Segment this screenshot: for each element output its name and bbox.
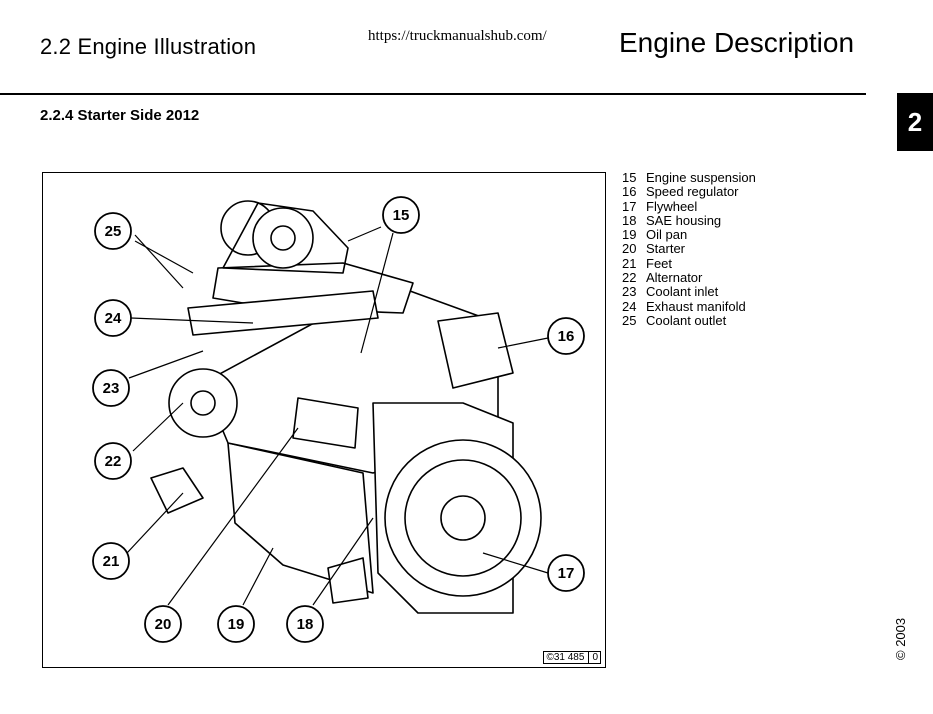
- legend-text: Flywheel: [646, 198, 698, 214]
- callout-22: 22: [94, 442, 132, 480]
- figure-reference: ©31 485 0: [543, 651, 601, 664]
- callout-label: 20: [155, 616, 172, 633]
- callout-label: 16: [558, 328, 575, 345]
- callout-17: 17: [547, 554, 585, 592]
- callout-label: 25: [105, 223, 122, 240]
- legend-item: 23 Coolant inlet: [622, 284, 756, 300]
- callout-23: 23: [92, 369, 130, 407]
- callout-label: 22: [105, 453, 122, 470]
- legend-number: 22: [622, 270, 637, 286]
- document-title: Engine Description: [619, 27, 855, 58]
- callout-label: 23: [103, 380, 120, 397]
- callout-20: 20: [144, 605, 182, 643]
- legend-text: Starter: [646, 241, 686, 257]
- legend-text: Speed regulator: [646, 184, 739, 200]
- legend-item: 19 Oil pan: [622, 227, 756, 243]
- parts-legend: 15 Engine suspension 16 Speed regulator 17…: [622, 170, 756, 328]
- callout-21: 21: [92, 542, 130, 580]
- callout-25: 25: [94, 212, 132, 250]
- legend-number: 23: [622, 284, 637, 300]
- legend-number: 18: [622, 212, 637, 228]
- callout-leaders: [126, 226, 549, 606]
- legend-text: Alternator: [646, 270, 703, 286]
- callout-24: 24: [94, 299, 132, 337]
- legend-item: 24 Exhaust manifold: [622, 298, 756, 314]
- source-url[interactable]: https://truckmanualshub.com/: [368, 28, 547, 44]
- callout-label: 15: [393, 207, 410, 224]
- legend-number: 24: [622, 298, 637, 314]
- chapter-title: 2.2 Engine Illustration: [40, 34, 257, 59]
- callout-label: 17: [558, 565, 575, 582]
- legend-item: 21 Feet: [622, 255, 756, 271]
- legend-number: 25: [622, 312, 637, 328]
- legend-item: 17 Flywheel: [622, 198, 756, 214]
- legend-number: 19: [622, 227, 637, 243]
- legend-text: Exhaust manifold: [646, 298, 746, 314]
- legend-number: 17: [622, 198, 637, 214]
- callout-label: 21: [103, 553, 120, 570]
- figure-reference-revision: 0: [588, 652, 598, 663]
- engine-body: [150, 200, 542, 614]
- chapter-tab: 2: [897, 93, 933, 151]
- callout-label: 24: [105, 310, 122, 327]
- legend-text: Coolant outlet: [646, 312, 727, 328]
- copyright-notice: © 2003: [893, 617, 908, 660]
- section-title: 2.2.4 Starter Side 2012: [40, 107, 200, 124]
- callout-label: 19: [228, 616, 245, 633]
- legend-item: 18 SAE housing: [622, 212, 756, 228]
- header-rule: [0, 93, 866, 95]
- callout-label: 18: [297, 616, 314, 633]
- legend-item: 22 Alternator: [622, 270, 756, 286]
- legend-number: 15: [622, 170, 637, 185]
- engine-illustration: 25 15 24 16 23 22: [42, 172, 606, 668]
- legend-item: 15 Engine suspension: [622, 170, 756, 185]
- legend-item: 20 Starter: [622, 241, 756, 257]
- engine-drawing: 25 15 24 16 23 22: [92, 196, 585, 643]
- legend-text: SAE housing: [646, 212, 722, 228]
- legend-text: Feet: [646, 255, 673, 271]
- legend-text: Engine suspension: [646, 170, 756, 185]
- legend-number: 21: [622, 255, 637, 271]
- callouts: 25 15 24 16 23 22: [92, 196, 585, 643]
- legend-item: 25 Coolant outlet: [622, 312, 756, 328]
- callout-16: 16: [547, 317, 585, 355]
- callout-15: 15: [382, 196, 420, 234]
- legend-text: Coolant inlet: [646, 284, 719, 300]
- legend-number: 16: [622, 184, 637, 200]
- callout-19: 19: [217, 605, 255, 643]
- callout-18: 18: [286, 605, 324, 643]
- legend-item: 16 Speed regulator: [622, 184, 756, 200]
- legend-number: 20: [622, 241, 637, 257]
- figure-reference-number: ©31 485: [546, 652, 585, 663]
- legend-text: Oil pan: [646, 227, 688, 243]
